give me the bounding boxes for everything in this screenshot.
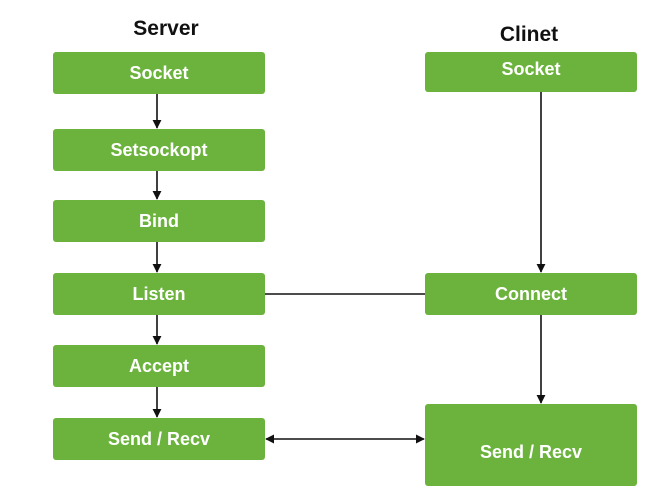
server-send-recv-node: Send / Recv — [53, 418, 265, 460]
client-connect-node: Connect — [425, 273, 637, 315]
client-send-recv-label: Send / Recv — [479, 442, 583, 462]
server-setsockopt-node: Setsockopt — [53, 129, 265, 171]
client-send-recv-node: Send / Recv — [425, 404, 637, 486]
client-connect-label: Connect — [495, 283, 567, 304]
server-socket-node: Socket — [53, 52, 265, 94]
client-socket-label: Socket — [501, 59, 561, 79]
server-bind-label: Bind — [139, 210, 179, 231]
client-socket-node: Socket — [425, 52, 637, 92]
server-setsockopt-label: Setsockopt — [110, 139, 208, 160]
server-column-heading: Server — [133, 17, 199, 40]
server-accept-label: Accept — [128, 355, 190, 376]
server-bind-node: Bind — [53, 200, 265, 242]
server-send-recv-label: Send / Recv — [107, 428, 211, 449]
server-accept-node: Accept — [53, 345, 265, 387]
client-column-heading: Clinet — [499, 23, 559, 46]
server-listen-label: Listen — [132, 283, 186, 304]
server-socket-label: Socket — [129, 62, 189, 83]
server-listen-node: Listen — [53, 273, 265, 315]
